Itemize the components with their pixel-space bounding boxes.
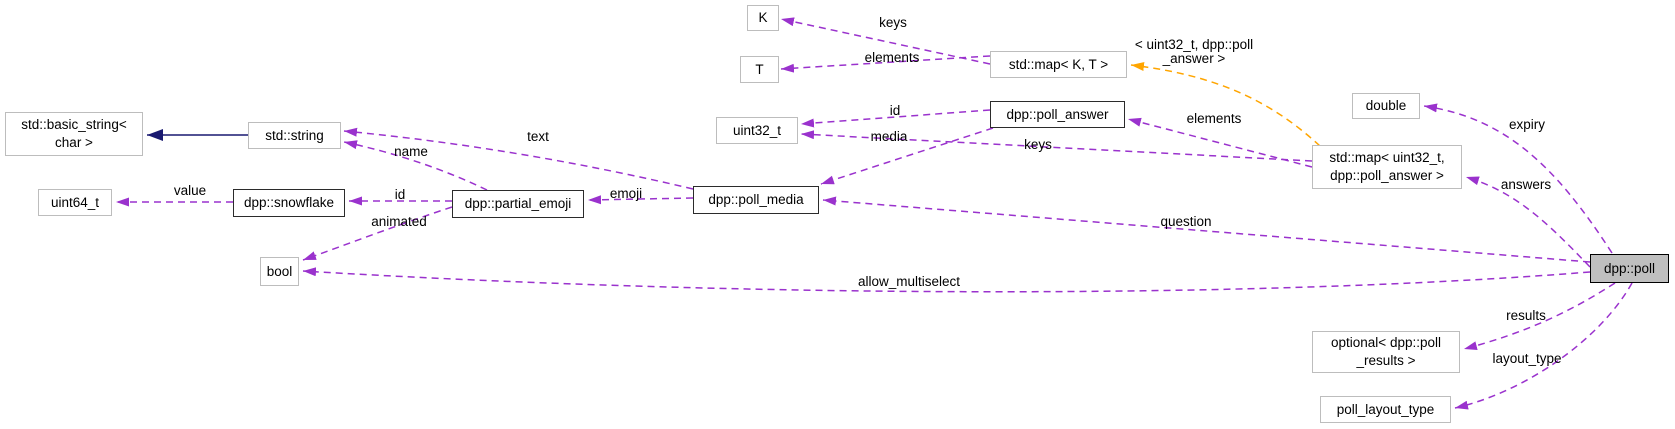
edge-label-id-answer: id: [889, 103, 901, 118]
node-bool: bool: [260, 257, 299, 286]
node-uint64-t: uint64_t: [38, 189, 112, 216]
edge-label-keys-map: keys: [1024, 137, 1052, 152]
edge-results: [1463, 282, 1616, 351]
edge-label-media: media: [870, 129, 908, 144]
edge-label-expiry: expiry: [1508, 117, 1546, 132]
node-std-basic-string: std::basic_string< char >: [5, 112, 143, 156]
node-std-string: std::string: [248, 122, 341, 149]
node-std-map-uint32-poll-answer: std::map< uint32_t, dpp::poll_answer >: [1312, 145, 1462, 189]
node-double: double: [1352, 93, 1420, 119]
node-dpp-snowflake[interactable]: dpp::snowflake: [233, 189, 345, 217]
edge-elements-top: [780, 55, 991, 73]
edge-question: [822, 196, 1591, 263]
edge-label-id-emoji: id: [394, 187, 406, 202]
edge-layout-type: [1454, 282, 1633, 410]
edge-label-keys-top: keys: [879, 15, 907, 30]
node-std-map-k-t: std::map< K, T >: [990, 51, 1127, 78]
edge-label-layout-type: layout_type: [1492, 351, 1562, 366]
edge-animated: [302, 206, 453, 261]
edge-template-instantiation: [1130, 62, 1321, 147]
edge-text: [343, 127, 694, 190]
edge-emoji: [587, 195, 694, 205]
edge-label-animated: animated: [371, 214, 427, 229]
node-dpp-poll: dpp::poll: [1590, 254, 1669, 283]
edge-label-name: name: [394, 144, 428, 159]
node-dpp-poll-answer[interactable]: dpp::poll_answer: [990, 101, 1125, 128]
edge-label-allow-multiselect: allow_multiselect: [857, 274, 961, 289]
edge-answers: [1465, 176, 1591, 268]
edge-name: [343, 140, 488, 191]
node-t: T: [740, 56, 779, 83]
edge-media: [820, 127, 994, 185]
edge-elements-map: [1127, 117, 1313, 168]
edge-keys-map: [800, 130, 1313, 162]
node-optional-poll-results: optional< dpp::poll _results >: [1312, 331, 1460, 373]
edge-label-answers: answers: [1500, 177, 1552, 192]
node-uint32-t: uint32_t: [716, 117, 798, 144]
node-dpp-partial-emoji[interactable]: dpp::partial_emoji: [452, 190, 584, 218]
edge-label-question: question: [1160, 214, 1212, 229]
edge-allow-multiselect: [302, 267, 1591, 293]
node-dpp-poll-media[interactable]: dpp::poll_media: [693, 186, 819, 214]
node-poll-layout-type: poll_layout_type: [1320, 396, 1451, 423]
edge-label-value: value: [173, 183, 207, 198]
edge-label-emoji: emoji: [609, 186, 643, 201]
node-k: K: [747, 5, 779, 31]
edge-label-text: text: [527, 129, 549, 144]
edge-expiry: [1423, 103, 1613, 254]
edge-label-elements-top: elements: [864, 50, 920, 65]
edge-label-template-args: < uint32_t, dpp::poll _answer >: [1134, 37, 1254, 67]
edge-id-answer: [800, 109, 991, 128]
edge-label-results: results: [1506, 308, 1546, 323]
edge-label-elements-map: elements: [1186, 111, 1242, 126]
